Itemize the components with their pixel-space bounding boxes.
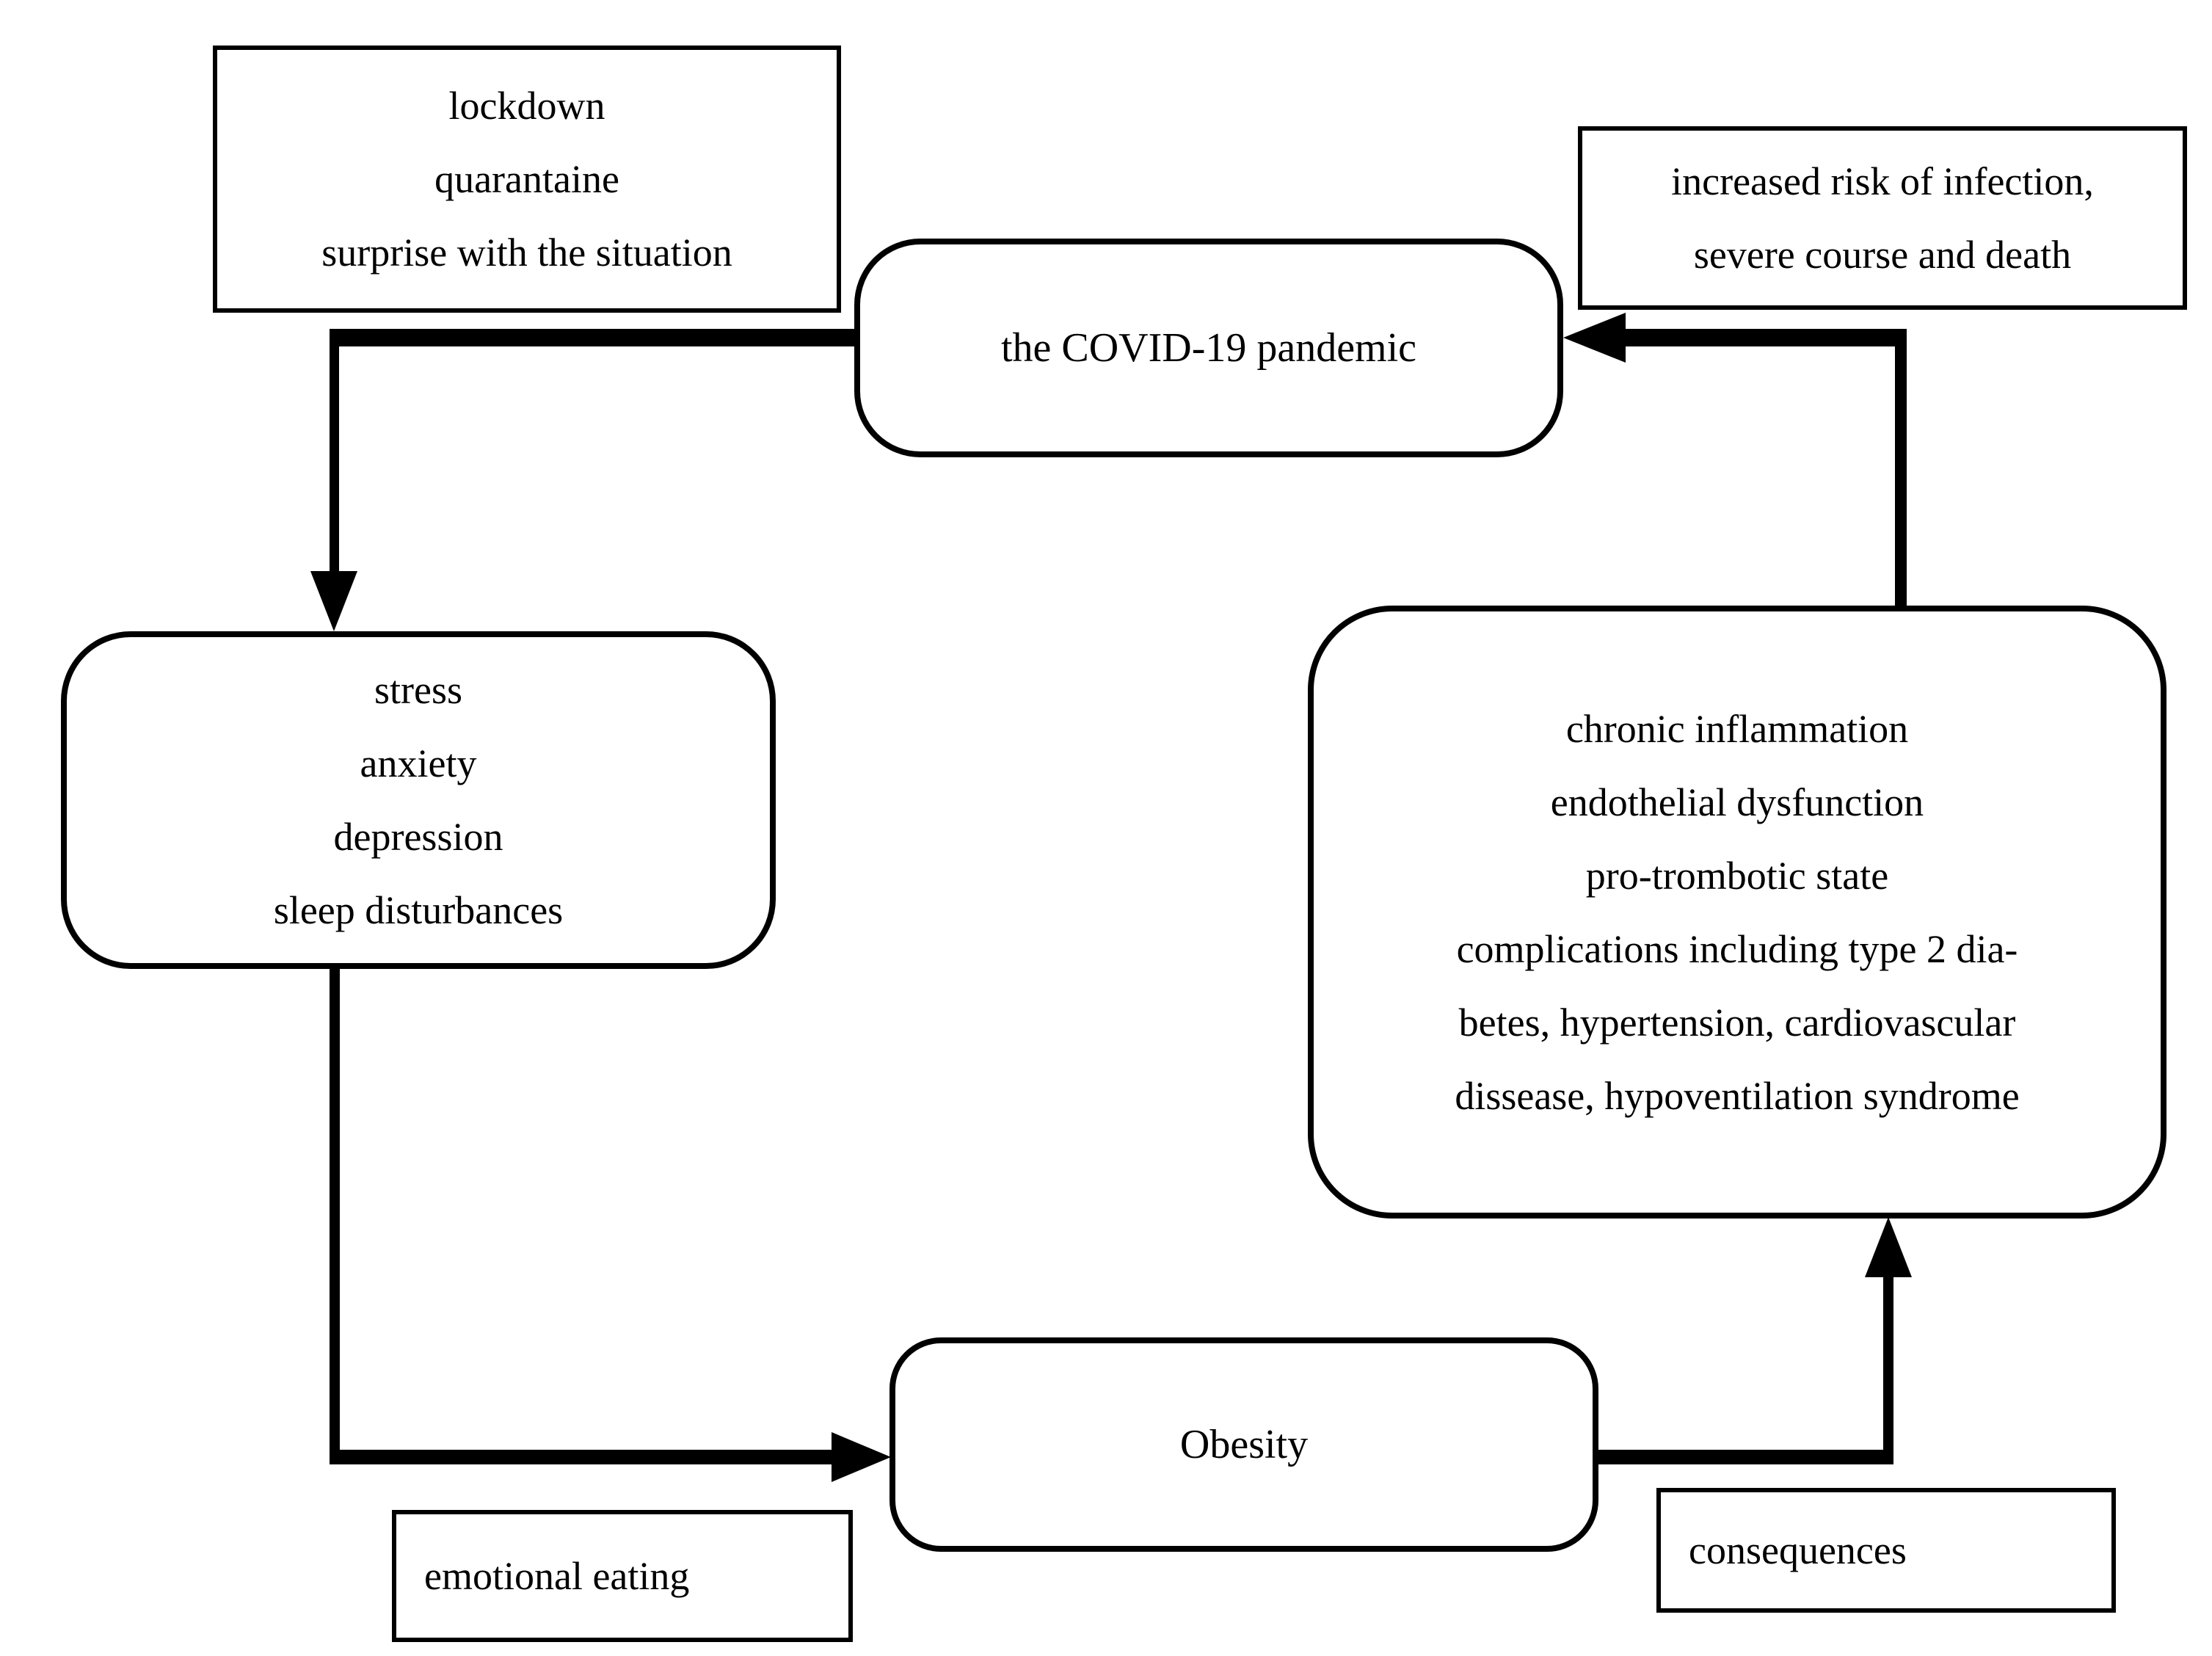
chronic-line-6: dissease, hypoventilation syndrome — [1455, 1073, 2020, 1118]
stress-line-3: depression — [333, 815, 503, 859]
node-lockdown-label: lockdown quarantaine surprise with the s… — [213, 46, 841, 313]
arrowhead-down — [310, 571, 357, 631]
arrowhead-up — [1865, 1217, 1912, 1277]
node-covid-pandemic: the COVID-19 pandemic — [854, 239, 1563, 457]
node-consequences-label: consequences — [1656, 1488, 2116, 1613]
stress-line-4: sleep disturbances — [273, 888, 564, 932]
arrowhead-right — [832, 1432, 891, 1482]
chronic-line-4: complications including type 2 dia- — [1456, 926, 2018, 971]
node-chronic-complications: chronic inflammation endothelial dysfunc… — [1308, 606, 2166, 1219]
node-obesity: Obesity — [889, 1337, 1598, 1552]
obesity-label: Obesity — [1179, 1422, 1309, 1467]
lockdown-line-3: surprise with the situation — [321, 230, 732, 275]
stress-line-2: anxiety — [360, 741, 477, 785]
covid-label: the COVID-19 pandemic — [1000, 325, 1417, 371]
emotional-eating-label: emotional eating — [424, 1554, 690, 1598]
risk-line-2: severe course and death — [1693, 233, 2072, 277]
connector-obesity-to-chronic-horizontal — [1597, 1450, 1893, 1464]
connector-chronic-to-covid-vertical — [1895, 329, 1907, 607]
connector-chronic-to-covid-horizontal — [1624, 329, 1907, 346]
connector-obesity-to-chronic-vertical — [1883, 1276, 1893, 1464]
stress-line-1: stress — [374, 668, 462, 712]
chronic-line-1: chronic inflammation — [1565, 706, 1909, 751]
connector-stress-to-obesity-vertical — [330, 967, 340, 1464]
lockdown-line-2: quarantaine — [434, 157, 619, 201]
chronic-line-3: pro-trombotic state — [1585, 853, 1889, 898]
connector-covid-to-stress-horizontal — [334, 329, 856, 346]
arrowhead-left — [1563, 313, 1626, 363]
connector-stress-to-obesity-horizontal — [330, 1450, 832, 1464]
chronic-line-2: endothelial dysfunction — [1550, 780, 1924, 824]
node-increased-risk-label: increased risk of infection, severe cour… — [1578, 126, 2187, 310]
chronic-line-5: betes, hypertension, cardiovascular — [1458, 1000, 2016, 1045]
node-emotional-eating-label: emotional eating — [392, 1510, 853, 1642]
connector-covid-to-stress-vertical — [330, 329, 339, 573]
lockdown-line-1: lockdown — [448, 84, 605, 128]
risk-line-1: increased risk of infection, — [1671, 159, 2094, 203]
node-stress-anxiety: stress anxiety depression sleep disturba… — [61, 631, 776, 969]
consequences-label: consequences — [1689, 1528, 1907, 1572]
